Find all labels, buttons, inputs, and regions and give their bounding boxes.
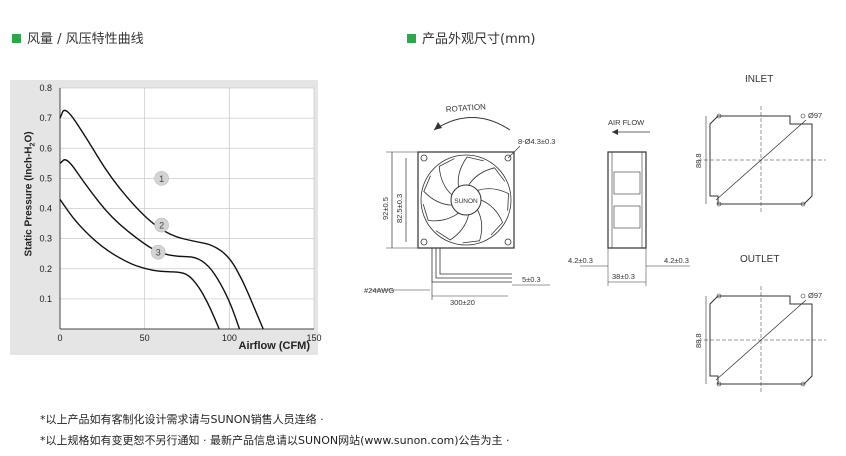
x-tick-label: 150 [306, 333, 321, 343]
note-line-1: *以上产品如有客制化设计需求请与SUNON销售人员连络 · [40, 413, 324, 426]
y-tick-label: 0.1 [39, 294, 52, 304]
fan-side-frame [607, 151, 647, 249]
dimensions-title: 产品外观尺寸(mm) [407, 28, 535, 47]
dimension-drawing: ROTATION SUNON 8-Ø4.3±0.3 92±0.5 82.5±0.… [364, 74, 826, 394]
dim-92-label: 92±0.5 [381, 197, 390, 220]
curve-2 [59, 159, 241, 330]
fan-blade [438, 158, 455, 196]
curve-marker [154, 171, 169, 186]
fan-blade [468, 167, 506, 186]
curve-marker [154, 217, 169, 233]
side-rib [613, 171, 641, 195]
thk-left-label: 4.2±0.3 [568, 256, 593, 265]
fan-blade [477, 188, 509, 211]
thk-right-label: 4.2±0.3 [664, 256, 689, 265]
hole-leader [507, 145, 521, 159]
fan-blade [462, 209, 483, 244]
x-tick-label: 0 [57, 333, 62, 343]
mount-hole [420, 238, 428, 246]
curve-marker-label: 2 [159, 221, 164, 231]
outlet-dim-label: 88.8 [694, 333, 703, 348]
awg-label: #24AWG [364, 286, 394, 295]
wire [431, 248, 512, 283]
mount-hole [504, 238, 512, 246]
y-tick-label: 0.4 [39, 204, 52, 214]
curve-marker-label: 1 [159, 174, 164, 184]
dim-82-label: 82.5±0.3 [395, 194, 404, 223]
mount-hole [420, 154, 428, 162]
outlet-hole [716, 381, 722, 387]
wire [439, 248, 512, 275]
rotation-label: ROTATION [446, 102, 487, 114]
y-tick-label: 0.5 [39, 173, 52, 183]
airflow-pressure-title: 风量 / 风压特性曲线 [12, 28, 144, 47]
strip-label: 5±0.3 [522, 275, 541, 284]
y-tick-label: 0.2 [39, 264, 52, 274]
y-tick-label: 0.8 [39, 83, 52, 93]
inlet-hole [716, 113, 722, 119]
fan-blade [480, 199, 504, 236]
chart-grid [59, 87, 315, 330]
outlet-hole [800, 381, 806, 387]
fan-blade [423, 175, 452, 206]
curve-3 [59, 199, 220, 330]
y-tick-label: 0.6 [39, 143, 52, 153]
outlet-outline [709, 295, 813, 385]
note-line-2: *以上规格如有变更恕不另行通知 · 最新产品信息请以SUNON网站(www.su… [40, 434, 510, 447]
fan-blades [422, 156, 509, 244]
y-tick-label: 0.3 [39, 234, 52, 244]
chart-markers: 1 2 3 [150, 171, 169, 260]
fan-brand: SUNON [454, 198, 478, 205]
air-flow-label: AIR FLOW [608, 118, 645, 127]
fan-blade [422, 204, 459, 222]
depth-label: 38±0.3 [612, 272, 635, 281]
inlet-dim-label: 88.8 [694, 153, 703, 168]
outlet-diameter [715, 299, 807, 381]
hole-dim: 8-Ø4.3±0.3 [518, 137, 555, 146]
green-square-bullet [407, 34, 416, 43]
x-tick-label: 100 [222, 333, 237, 343]
lead-len-label: 300±20 [450, 298, 475, 307]
curve-marker-label: 3 [156, 248, 161, 258]
inlet-hole [800, 201, 806, 207]
outlet-dia-label: Ø97 [808, 291, 822, 300]
green-square-bullet [12, 34, 21, 43]
fan-blade [457, 156, 484, 188]
fan-blade [435, 214, 469, 241]
curve-1 [59, 109, 264, 330]
inlet-label: INLET [745, 74, 773, 85]
inlet-hole [716, 201, 722, 207]
curve-marker [150, 244, 166, 260]
inlet-outline [709, 115, 813, 205]
rotation-arrow [433, 117, 511, 131]
inlet-dia-label: Ø97 [808, 111, 822, 120]
x-axis-label: Airflow (CFM) [238, 340, 310, 352]
outlet-hole [800, 293, 806, 299]
x-tick-label: 50 [140, 333, 150, 343]
air-flow-arrow-head [612, 129, 618, 135]
inlet-diameter [715, 119, 807, 201]
inlet-hole [800, 113, 806, 119]
chart-ticks: 0 50 100 150 0.1 0.2 0.3 0.4 0.5 0.6 0.7 0.8 [39, 83, 321, 343]
wire [435, 248, 512, 279]
outlet-hole [716, 293, 722, 299]
y-tick-label: 0.7 [39, 113, 52, 123]
mount-hole [504, 154, 512, 162]
fan-frame [417, 151, 515, 249]
fan-shroud [420, 154, 512, 246]
rotation-arrow-head [434, 122, 442, 130]
airflow-pressure-title-text: 风量 / 风压特性曲线 [27, 32, 144, 47]
outlet-label: OUTLET [740, 254, 779, 265]
side-rib [613, 205, 641, 229]
dimensions-title-text: 产品外观尺寸(mm) [422, 32, 536, 47]
